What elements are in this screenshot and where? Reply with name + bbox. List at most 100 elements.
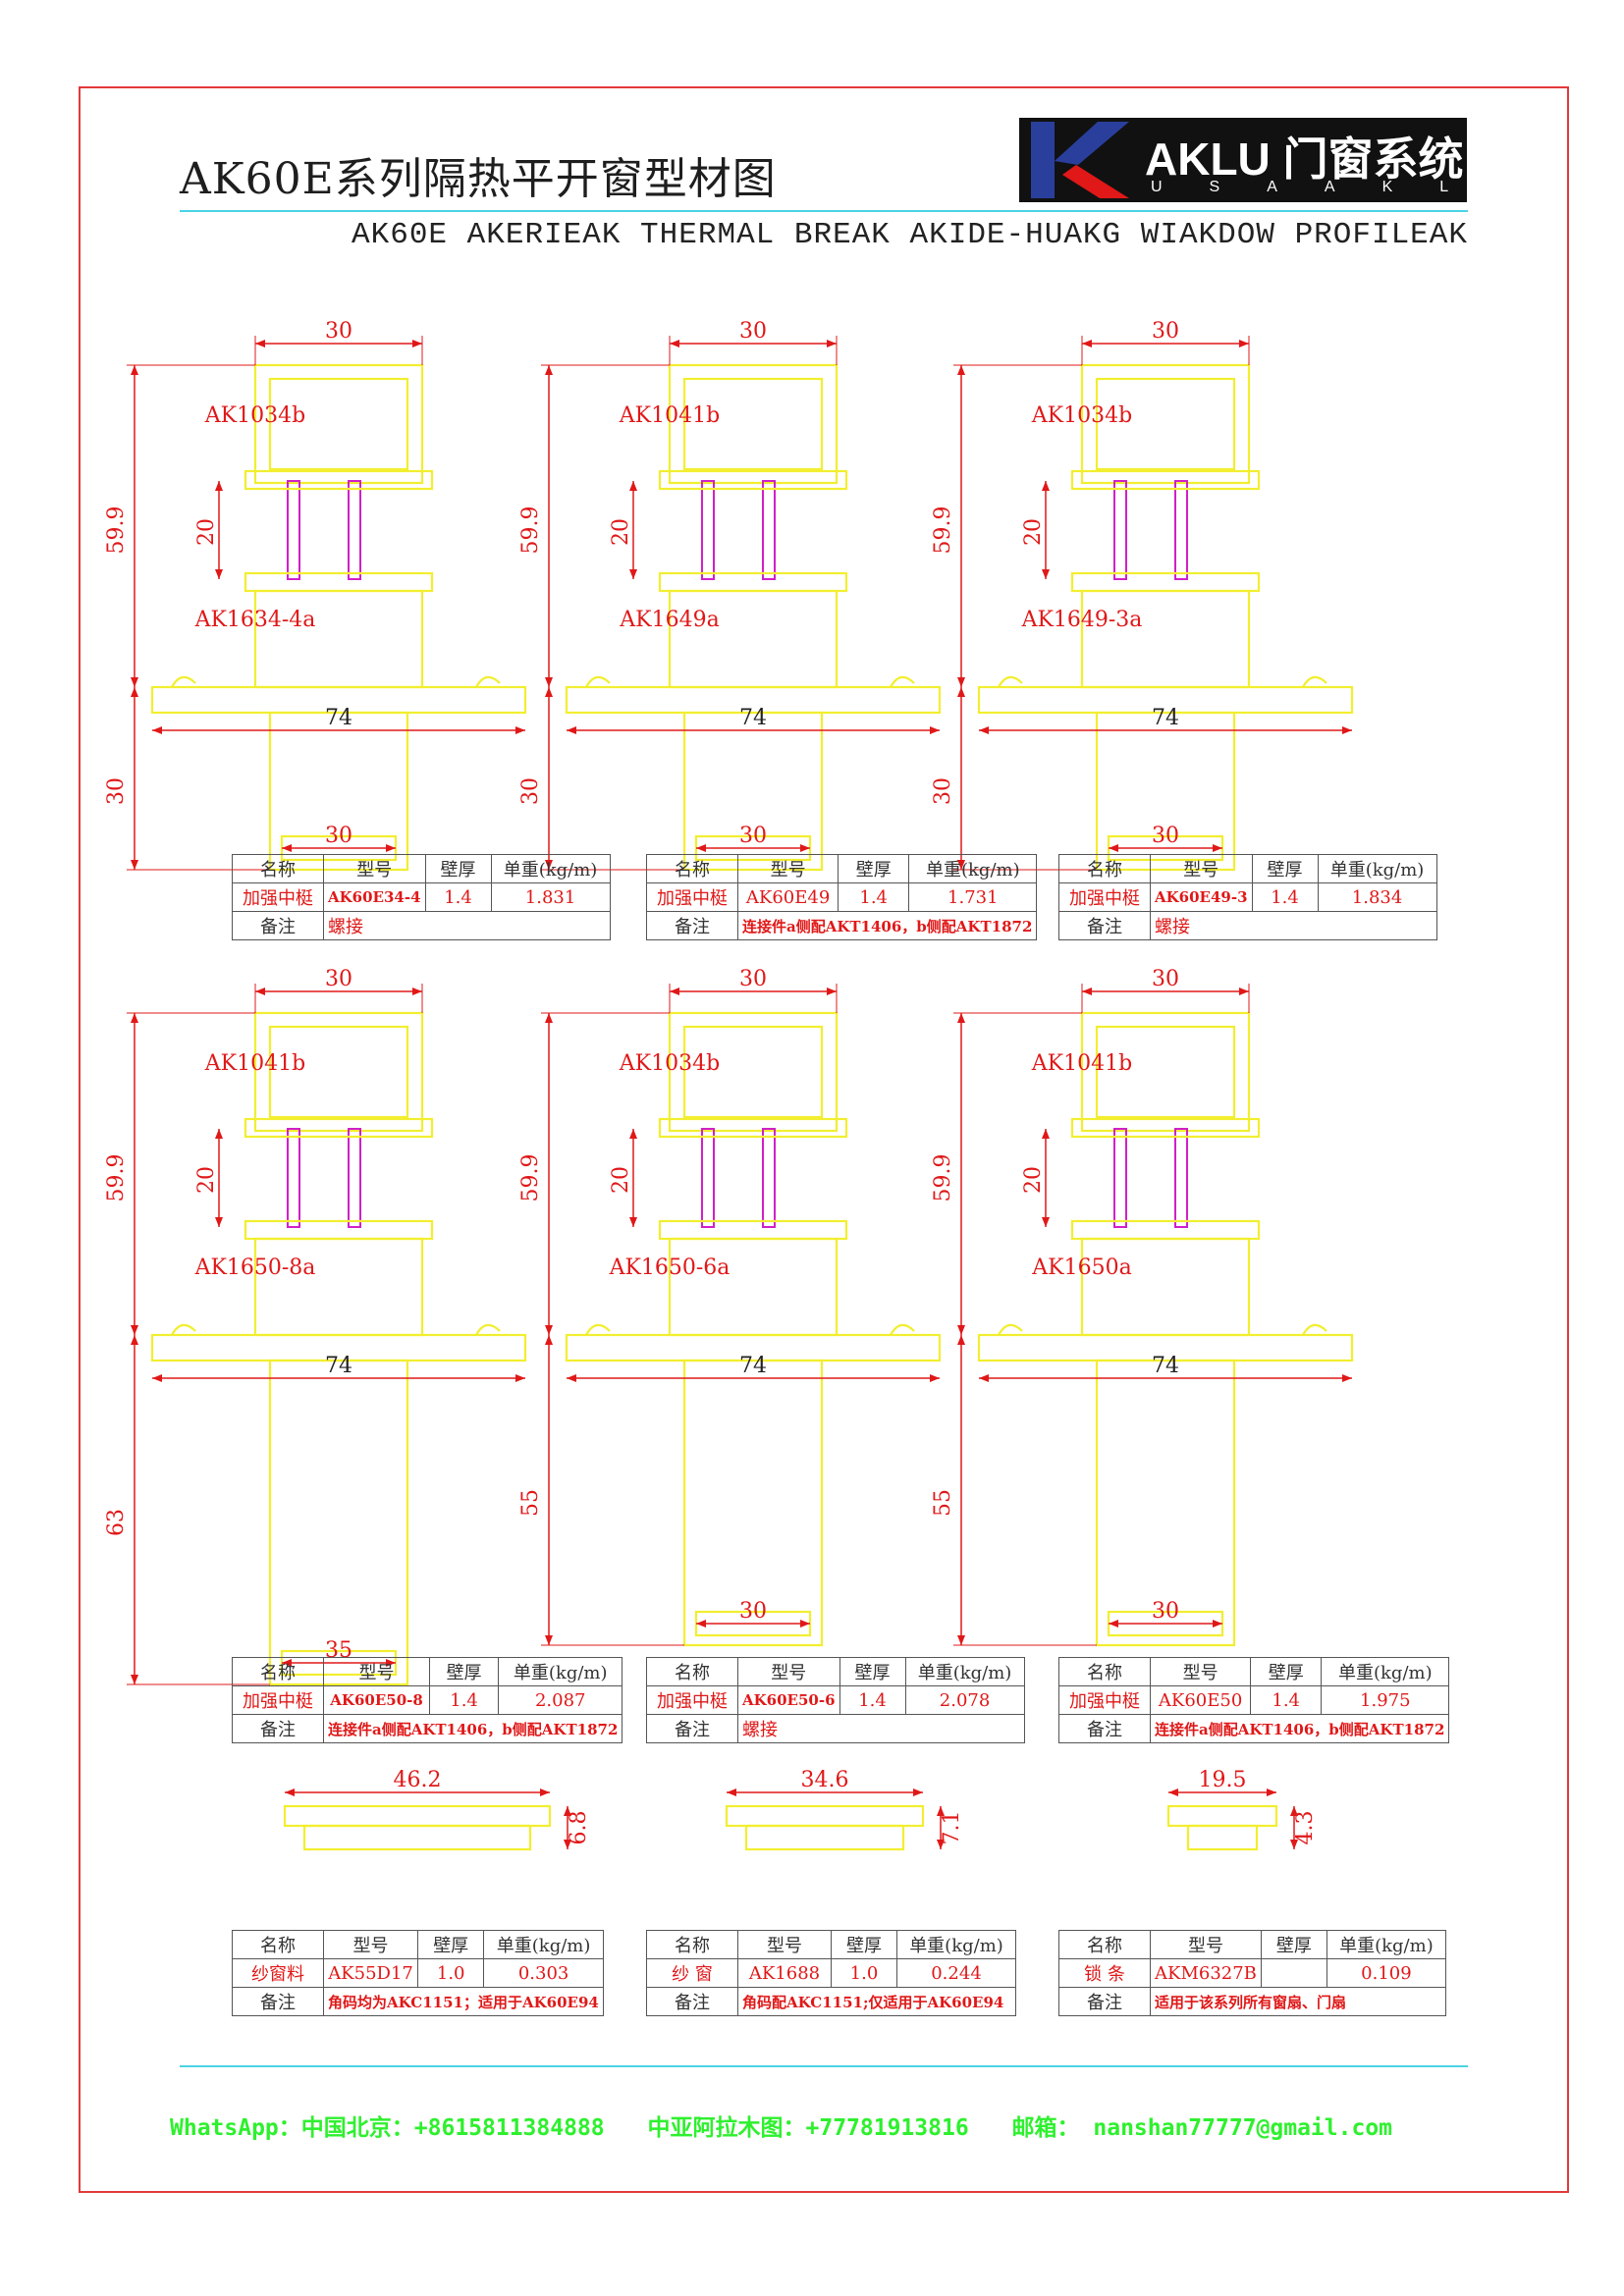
table-header-row: 名称型号壁厚单重(kg/m) <box>232 854 611 883</box>
dim-height-label: 59.9 <box>518 507 543 555</box>
table-remark-label: 备注 <box>646 1714 738 1743</box>
strip-seat-top <box>1070 1117 1261 1139</box>
dim-width-label: 30 <box>1152 319 1179 344</box>
table-header-row: 名称型号壁厚单重(kg/m) <box>1058 1930 1446 1959</box>
table-remark-value: 适用于该系列所有窗扇、门扇 <box>1150 1987 1446 2016</box>
table-header-row: 名称型号壁厚单重(kg/m) <box>232 1657 623 1686</box>
table-cell: 2.087 <box>498 1685 623 1715</box>
dim-drop-label: 30 <box>518 777 543 805</box>
table-remark-row: 备注适用于该系列所有窗扇、门扇 <box>1058 1987 1446 2016</box>
table-remark-label: 备注 <box>1058 911 1151 940</box>
dim-height-arrow-bottom <box>545 1325 553 1335</box>
dim-width-label: 30 <box>739 967 767 991</box>
part-label-bottom: AK1650-6a <box>609 1255 731 1280</box>
top-chamber-inner <box>268 1025 409 1119</box>
top-chamber <box>253 1011 424 1133</box>
table-remark-row: 备注连接件a侧配AKT1406，b侧配AKT1872 <box>646 911 1038 940</box>
bottom-chamber <box>1080 1237 1251 1337</box>
top-chamber-inner <box>682 1025 824 1119</box>
dim-height-arrow-top <box>131 1013 138 1023</box>
table-cell: 1.4 <box>839 1685 906 1715</box>
part-label-top: AK1041b <box>204 1051 305 1076</box>
table-cell: 加强中梃 <box>232 882 324 912</box>
table-remark-label: 备注 <box>1058 1987 1151 2016</box>
table-header-cell: 壁厚 <box>424 854 492 883</box>
dim-flange-arrow-right <box>515 726 525 734</box>
table-header-row: 名称型号壁厚单重(kg/m) <box>1058 854 1437 883</box>
top-chamber-inner <box>268 377 409 471</box>
table-header-cell: 壁厚 <box>1260 1930 1327 1959</box>
table-header-cell: 单重(kg/m) <box>1321 1657 1450 1686</box>
strip-seat-bottom <box>658 571 848 593</box>
dim-strip-label: 20 <box>194 1166 219 1194</box>
table-cell: 1.4 <box>1251 882 1319 912</box>
page-subtitle: AK60E AKERIEAK THERMAL BREAK AKIDE-HUAKG… <box>352 218 1468 252</box>
flange-hook <box>585 1323 915 1336</box>
table-remark-label: 备注 <box>1058 1714 1151 1743</box>
table-header-cell: 单重(kg/m) <box>896 1930 1016 1959</box>
contact-footer: WhatsApp：中国北京：+8615811384888 中亚阿拉木图：+777… <box>170 2109 1422 2142</box>
small-profile-body <box>725 1804 925 1828</box>
strip-seat-top <box>1070 469 1261 491</box>
dim-width-arrow-left <box>1168 1789 1178 1796</box>
dim-width-arrow-left <box>1082 988 1092 995</box>
table-cell: 2.078 <box>904 1685 1025 1715</box>
dim-height-arrow-bottom <box>131 1325 138 1335</box>
table-cell <box>1260 1958 1327 1988</box>
table-cell: 加强中梃 <box>232 1685 324 1715</box>
logo-subtext: USAAKLU <box>1151 179 1554 195</box>
part-label-bottom: AK1650a <box>1031 1255 1131 1280</box>
table-remark-row: 备注螺接 <box>232 911 611 940</box>
dim-drop-label: 55 <box>518 1489 543 1517</box>
part-label-bottom: AK1649-3a <box>1021 608 1143 632</box>
dim-flange-label: 74 <box>739 1354 767 1378</box>
dim-drop-arrow-bottom <box>957 1635 965 1645</box>
table-cell: 0.109 <box>1326 1958 1446 1988</box>
dim-inner-label: 30 <box>739 1599 767 1624</box>
table-header-cell: 单重(kg/m) <box>908 854 1038 883</box>
table-cell: AK55D17 <box>322 1958 419 1988</box>
table-header-cell: 名称 <box>232 1930 324 1959</box>
part-label-bottom: AK1650-8a <box>194 1255 316 1280</box>
dim-drop-label: 30 <box>104 777 129 805</box>
dim-strip-label: 20 <box>1021 518 1046 546</box>
table-remark-label: 备注 <box>232 911 324 940</box>
thermal-strip <box>762 1128 776 1228</box>
dim-strip-label: 20 <box>1021 1166 1046 1194</box>
strip-seat-top <box>244 1117 434 1139</box>
table-cell: 纱 窗 <box>646 1958 738 1988</box>
part-label-bottom: AK1634-4a <box>194 608 316 632</box>
dim-strip-arrow-bottom <box>215 569 223 579</box>
dim-flange-arrow-right <box>1342 726 1352 734</box>
dim-strip-arrow-top <box>1042 1129 1050 1139</box>
table-cell: 0.244 <box>896 1958 1016 1988</box>
small-profile-drawing: 46.26.8 <box>283 1768 591 1851</box>
thermal-strip <box>287 1128 300 1228</box>
table-cell: 1.4 <box>424 882 492 912</box>
table-header-cell: 型号 <box>737 1657 840 1686</box>
dim-inner-arrow-left <box>696 844 706 852</box>
dim-width-arrow-left <box>285 1789 295 1796</box>
bottom-chamber <box>253 589 424 689</box>
thermal-strip <box>348 480 361 580</box>
flange-hook <box>171 1323 501 1336</box>
table-cell: AK60E50-6 <box>737 1685 840 1715</box>
table-remark-row: 备注螺接 <box>646 1714 1025 1743</box>
table-header-cell: 名称 <box>646 1657 738 1686</box>
dim-width-arrow-right <box>913 1789 923 1796</box>
dim-height-label: 59.9 <box>518 1154 543 1202</box>
dim-height-label: 7.1 <box>940 1811 964 1845</box>
table-remark-value: 连接件a侧配AKT1406，b侧配AKT1872 <box>322 1714 623 1743</box>
contact-almaty: 中亚阿拉木图：+77781913816 <box>647 2115 969 2141</box>
brand-logo: AKLU 门窗系统 USAAKLU <box>1019 118 1507 202</box>
dim-strip-arrow-top <box>629 1129 637 1139</box>
dim-drop-arrow-top <box>545 687 553 697</box>
dim-width-label: 30 <box>325 319 352 344</box>
